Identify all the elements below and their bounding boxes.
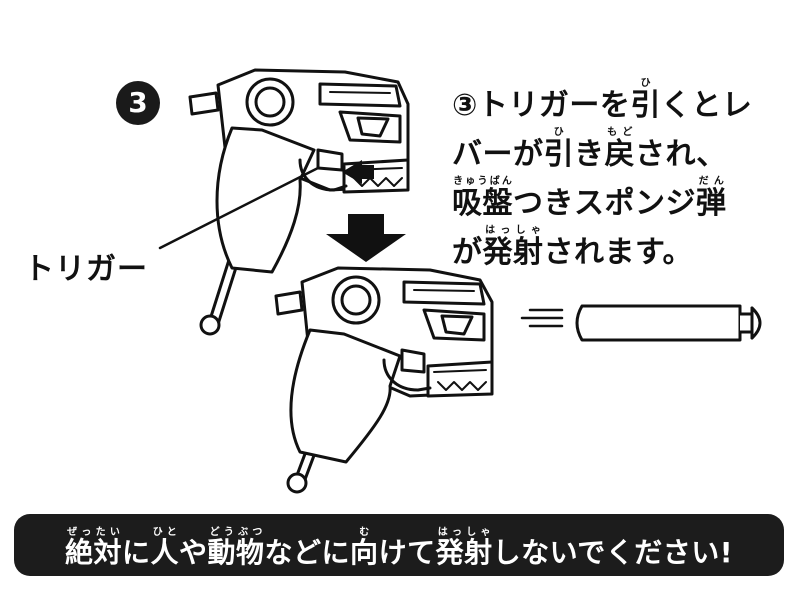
instruction-line: が発射はっしゃされます。 — [452, 225, 693, 270]
instruction-text: ③トリガーを引ひくとレ バーが引ひき戻もどされ、 吸盤きゅうばんつきスポンジ弾だ… — [452, 78, 782, 274]
safety-warning-banner: 絶対ぜったいに人ひとや動物どうぶつなどに向むけて発射はっしゃしないでください! — [14, 514, 784, 576]
instruction-line: バーが引ひき戻もどされ、 — [452, 127, 727, 172]
step-number-badge: 3 — [116, 81, 160, 125]
instruction-line: 吸盤きゅうばんつきスポンジ弾だん — [452, 176, 727, 221]
blaster-before-firing — [188, 68, 410, 336]
blaster-after-firing — [274, 266, 494, 494]
safety-warning-text: 絶対ぜったいに人ひとや動物どうぶつなどに向むけて発射はっしゃしないでください! — [64, 527, 734, 569]
suction-dart — [575, 304, 762, 342]
instruction-line: ③トリガーを引ひくとレ — [452, 78, 753, 123]
trigger-callout-label: トリガー — [24, 252, 148, 287]
